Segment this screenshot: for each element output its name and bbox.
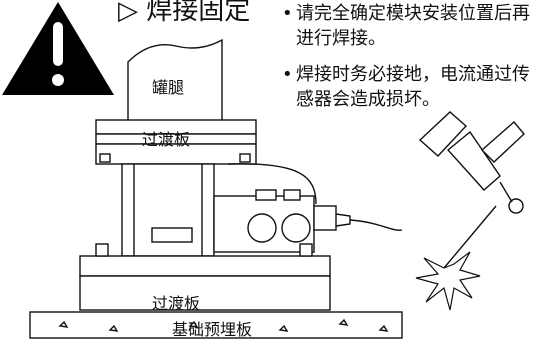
base-plate-label: 基础预埋板: [172, 320, 253, 339]
tank-leg-label: 罐腿: [152, 78, 185, 97]
welding-torch-icon: [415, 111, 525, 311]
bullet-marker: •: [282, 64, 293, 85]
section-title: ▷ 焊接固定: [118, 0, 250, 27]
instruction-item-1: • 请完全确定模块安装位置后再进行焊接。: [282, 1, 542, 51]
instruction-text-1: 请完全确定模块安装位置后再进行焊接。: [296, 3, 530, 49]
instruction-item-2: • 焊接时务必接地，电流通过传感器会造成损坏。: [282, 62, 542, 112]
bullet-marker: •: [282, 3, 293, 24]
triangle-arrow-icon: ▷: [118, 0, 147, 26]
base-plate: [29, 311, 403, 339]
top-plate-label: 过渡板: [142, 130, 191, 149]
tank-leg-shape: [127, 38, 223, 120]
bottom-plate: [79, 255, 331, 277]
bottom-plate-label: 过渡板: [152, 294, 201, 313]
instruction-text-2: 焊接时务必接地，电流通过传感器会造成损坏。: [296, 64, 530, 110]
section-title-text: 焊接固定: [146, 0, 251, 26]
warning-icon: [2, 2, 114, 95]
